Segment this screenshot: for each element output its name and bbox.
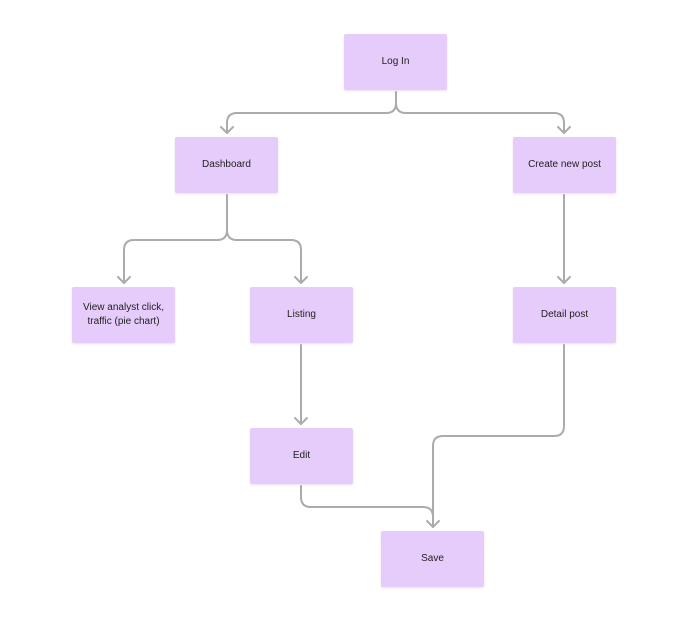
arrowhead-save xyxy=(426,520,440,528)
arrowhead-detail-post xyxy=(557,276,571,284)
arrowhead-edit xyxy=(294,417,308,425)
dashboard-node[interactable]: Dashboard xyxy=(175,137,278,193)
login-node[interactable]: Log In xyxy=(344,34,447,90)
create-new-post-node[interactable]: Create new post xyxy=(513,137,616,193)
save-node[interactable]: Save xyxy=(381,531,484,587)
connector-edit-to-save xyxy=(300,485,434,518)
connector-dashboard-to-analyst xyxy=(123,194,228,284)
listing-node[interactable]: Listing xyxy=(250,287,353,343)
connector-login-to-dashboard xyxy=(226,91,397,134)
connector-login-to-create-post xyxy=(395,102,565,134)
arrowhead-create-post xyxy=(557,126,571,134)
connector-detail-to-save xyxy=(432,344,565,528)
edit-node[interactable]: Edit xyxy=(250,428,353,484)
connector-dashboard-to-listing xyxy=(226,229,302,284)
arrowhead-dashboard xyxy=(220,126,234,134)
arrowhead-analyst xyxy=(117,276,131,284)
arrowhead-listing xyxy=(294,276,308,284)
detail-post-node[interactable]: Detail post xyxy=(513,287,616,343)
view-analyst-node[interactable]: View analyst click, traffic (pie chart) xyxy=(72,287,175,343)
